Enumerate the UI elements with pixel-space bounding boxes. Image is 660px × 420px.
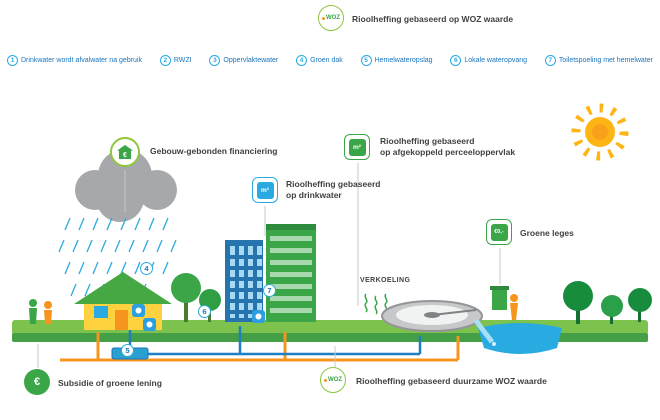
euro-glyph: €	[123, 152, 127, 159]
rwzi-basin	[381, 300, 483, 332]
legend-label: RWZI	[173, 57, 192, 64]
woz-dot-icon	[322, 16, 325, 20]
tree-icon-right	[563, 281, 652, 324]
leges-label: Groene leges	[520, 228, 574, 238]
legend-label: Oppervlaktewater	[223, 57, 279, 64]
legend-item-2: 2 RWZI	[159, 55, 192, 66]
legend-item-3: 3 Oppervlaktewater	[209, 55, 278, 66]
zero-euro-icon: €0,-	[490, 223, 508, 241]
house	[74, 272, 172, 330]
legend-item-1: 1 Drinkwater wordt afvalwater na gebruik	[7, 55, 142, 66]
legend-item-5: 5 Hemelwateropslag	[360, 55, 433, 66]
euro-house-icon: €	[117, 145, 133, 159]
header-label: Rioolheffing gebaseerd op WOZ waarde	[352, 14, 514, 24]
woz-duurzaam-label: Rioolheffing gebaseerd duurzame WOZ waar…	[356, 376, 547, 386]
woz-badge-text: WOZ	[326, 15, 340, 21]
leges-badge: €0,-	[486, 219, 512, 245]
woz-badge: WOZ	[318, 5, 344, 31]
m2-icon: m²	[348, 138, 366, 156]
m3-badge: m³	[252, 177, 278, 203]
water-pipe-blue	[128, 326, 422, 356]
m2-label-line2: op afgekoppeld perceeloppervlak	[380, 147, 516, 158]
marker-lokale-wateropvang: 6	[198, 305, 211, 318]
m3-icon: m³	[256, 181, 274, 199]
blue-building	[225, 240, 263, 322]
legend-number: 1	[7, 55, 18, 66]
legend-label: Toiletspoeling met hemelwater	[558, 57, 653, 64]
sewer-pipe-orange	[60, 332, 460, 362]
m3-label-line2: op drinkwater	[286, 190, 342, 201]
legend-item-7: 7 Toiletspoeling met hemelwater	[544, 55, 653, 66]
legend-label: Groen dak	[310, 57, 343, 64]
green-container	[490, 286, 509, 310]
m2-badge: m²	[344, 134, 370, 160]
euro-icon: €	[33, 376, 41, 388]
green-building	[266, 224, 316, 322]
legend-number: 3	[209, 55, 221, 66]
financing-badge: €	[110, 137, 140, 167]
sun-icon	[571, 103, 629, 161]
woz-dot-icon	[324, 378, 327, 382]
legend-number: 5	[360, 55, 372, 66]
person-icon	[510, 294, 518, 320]
financing-label: Gebouw-gebonden financiering	[150, 146, 278, 156]
m2-label-line1: Rioolheffing gebaseerd	[380, 136, 475, 146]
legend-number: 6	[450, 55, 462, 66]
legend-number: 4	[296, 55, 308, 66]
connector-lines	[37, 163, 501, 368]
legend: 1 Drinkwater wordt afvalwater na gebruik…	[0, 55, 660, 66]
subsidy-badge: €	[24, 369, 50, 395]
woz-duurzaam-badge: WOZ	[320, 367, 346, 393]
m2-label: Rioolheffing gebaseerd op afgekoppeld pe…	[380, 136, 550, 158]
tree-icon	[171, 273, 221, 322]
legend-label: Hemelwateropslag	[374, 57, 433, 64]
subsidy-label: Subsidie of groene lening	[58, 378, 162, 388]
verkoeling-label: VERKOELING	[360, 277, 411, 284]
legend-label: Lokale wateropvang	[464, 57, 528, 64]
m3-label-line1: Rioolheffing gebaseerd	[286, 179, 381, 189]
woz-badge-text: WOZ	[328, 377, 342, 383]
legend-number: 7	[544, 55, 556, 66]
legend-item-4: 4 Groen dak	[296, 55, 343, 66]
water-usage-icon	[132, 304, 265, 331]
legend-number: 2	[159, 55, 171, 66]
marker-toiletspoeling: 7	[263, 284, 276, 297]
marker-groen-dak: 4	[140, 262, 153, 275]
people-icon	[29, 299, 52, 324]
pond	[473, 318, 562, 354]
m3-label: Rioolheffing gebaseerd op drinkwater	[286, 179, 406, 201]
legend-item-6: 6 Lokale wateropvang	[450, 55, 527, 66]
legend-label: Drinkwater wordt afvalwater na gebruik	[21, 57, 142, 64]
marker-hemelwateropslag: 5	[121, 344, 134, 357]
